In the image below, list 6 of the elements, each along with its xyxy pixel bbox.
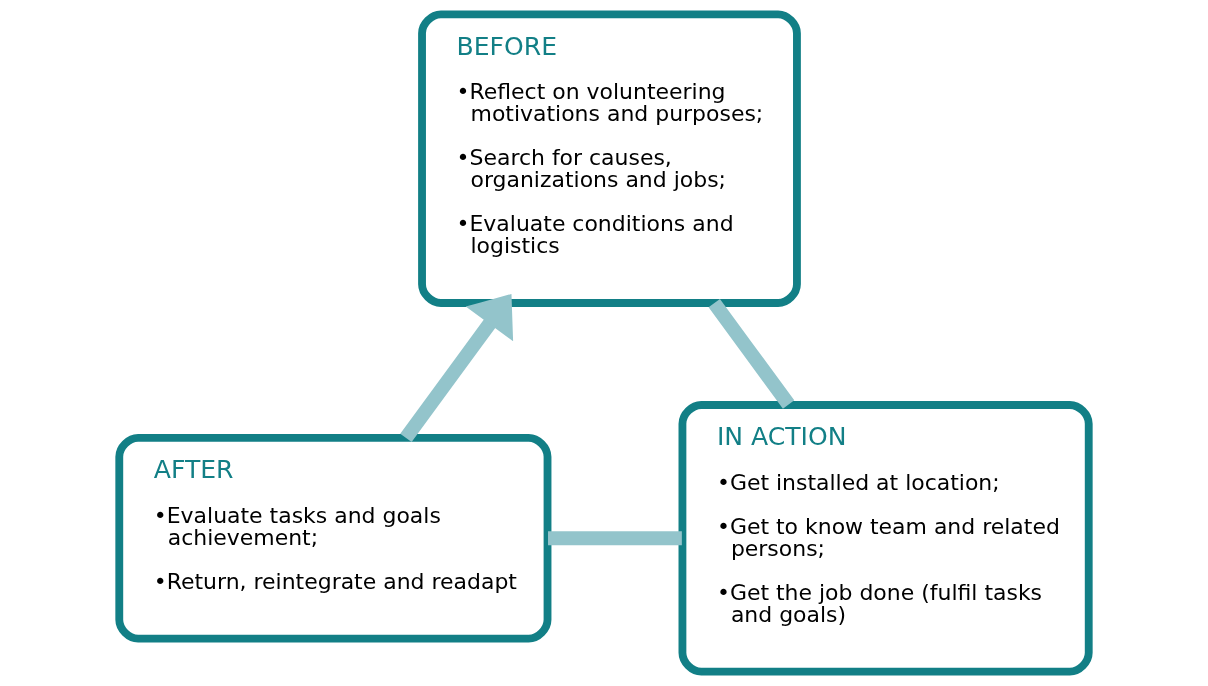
node-box: IN ACTION •Get installed at location; •Get to know team and related persons; •Get the job done (fulfil tasks and goals)	[678, 401, 1093, 676]
node-box: AFTER •Evaluate tasks and goals achievement; •Return, reintegrate and readapt	[115, 434, 552, 643]
node-box: BEFORE •Reflect on volunteering motivations and purposes; •Search for causes, organizations and jobs; •Evaluate conditions and logistics	[418, 10, 801, 307]
connector	[548, 531, 682, 546]
arrow	[400, 293, 514, 442]
connector	[708, 298, 795, 409]
